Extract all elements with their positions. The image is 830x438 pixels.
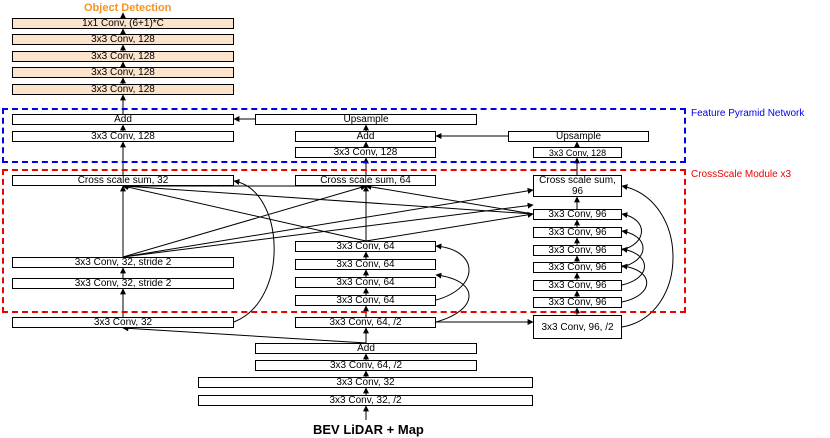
branch2-skip-arrow xyxy=(435,243,470,301)
stem-conv-2: 3x3 Conv, 32 xyxy=(198,377,533,388)
cross-scale-arrow xyxy=(122,183,534,215)
branch2-conv-1: 3x3 Conv, 64 xyxy=(295,295,436,306)
fpn-lateral-conv-1: 3x3 Conv, 128 xyxy=(12,131,234,142)
fpn-add-2: Add xyxy=(295,131,436,142)
cross-scale-arrow xyxy=(122,184,367,258)
branch2-conv-4: 3x3 Conv, 64 xyxy=(295,241,436,252)
head-conv-4: 3x3 Conv, 128 xyxy=(12,34,234,45)
cross-scale-sum-96: Cross scale sum, 96 xyxy=(533,175,622,197)
stem-conv-1: 3x3 Conv, 32, /2 xyxy=(198,395,533,406)
stem-to-scale1-arrow xyxy=(122,325,367,344)
branch3-conv-5: 3x3 Conv, 96 xyxy=(533,227,622,238)
head-output-conv: 1x1 Conv, (6+1)*C xyxy=(12,18,234,29)
output-title: Object Detection xyxy=(84,2,172,14)
fpn-upsample-1: Upsample xyxy=(255,114,477,125)
fpn-lateral-conv-2: 3x3 Conv, 128 xyxy=(295,147,436,158)
cross-scale-sum-32: Cross scale sum, 32 xyxy=(12,175,234,186)
branch3-conv-2: 3x3 Conv, 96 xyxy=(533,280,622,291)
connection-arrows xyxy=(120,12,674,420)
crossscale-region xyxy=(2,169,686,313)
cross-scale-arrow xyxy=(365,211,534,242)
branch2-conv-2: 3x3 Conv, 64 xyxy=(295,277,436,288)
cross-scale-arrow xyxy=(122,187,534,258)
branch2-skip-arrow xyxy=(435,272,470,323)
head-conv-2: 3x3 Conv, 128 xyxy=(12,67,234,78)
branch3-conv-3: 3x3 Conv, 96 xyxy=(533,262,622,273)
fpn-add-1: Add xyxy=(12,114,234,125)
branch3-skip-arrow xyxy=(621,229,644,268)
branch1-conv-1: 3x3 Conv, 32, stride 2 xyxy=(12,278,234,289)
scale3-conv: 3x3 Conv, 96, /2 xyxy=(533,315,622,339)
branch1-skip-arrow xyxy=(233,178,275,323)
cross-scale-sum-64: Cross scale sum, 64 xyxy=(295,175,436,186)
branch2-conv-3: 3x3 Conv, 64 xyxy=(295,259,436,270)
input-title: BEV LiDAR + Map xyxy=(313,422,424,437)
scale1-conv: 3x3 Conv, 32 xyxy=(12,317,234,328)
branch3-conv-4: 3x3 Conv, 96 xyxy=(533,245,622,256)
fpn-region xyxy=(2,108,686,163)
branch3-skip-arrow xyxy=(621,184,674,328)
branch1-conv-2: 3x3 Conv, 32, stride 2 xyxy=(12,257,234,268)
stem-conv-3: 3x3 Conv, 64, /2 xyxy=(255,360,477,371)
cross-scale-arrow xyxy=(122,202,534,258)
fpn-region-label: Feature Pyramid Network xyxy=(691,108,805,119)
branch3-skip-arrow xyxy=(621,263,648,303)
cross-scale-arrow xyxy=(365,183,534,215)
branch3-conv-1: 3x3 Conv, 96 xyxy=(533,297,622,308)
crossscale-region-label: CrossScale Module x3 xyxy=(691,169,792,180)
head-conv-3: 3x3 Conv, 128 xyxy=(12,51,234,62)
scale2-conv: 3x3 Conv, 64, /2 xyxy=(295,317,436,328)
head-conv-1: 3x3 Conv, 128 xyxy=(12,84,234,95)
fpn-upsample-2: Upsample xyxy=(508,131,649,142)
branch3-conv-6: 3x3 Conv, 96 xyxy=(533,209,622,220)
branch3-skip-arrow xyxy=(621,246,645,286)
stem-add: Add xyxy=(255,343,477,354)
fpn-lateral-conv-3: 3x3 Conv, 128 xyxy=(533,147,622,158)
branch3-skip-arrow xyxy=(621,212,642,251)
cross-scale-arrow xyxy=(122,184,367,242)
